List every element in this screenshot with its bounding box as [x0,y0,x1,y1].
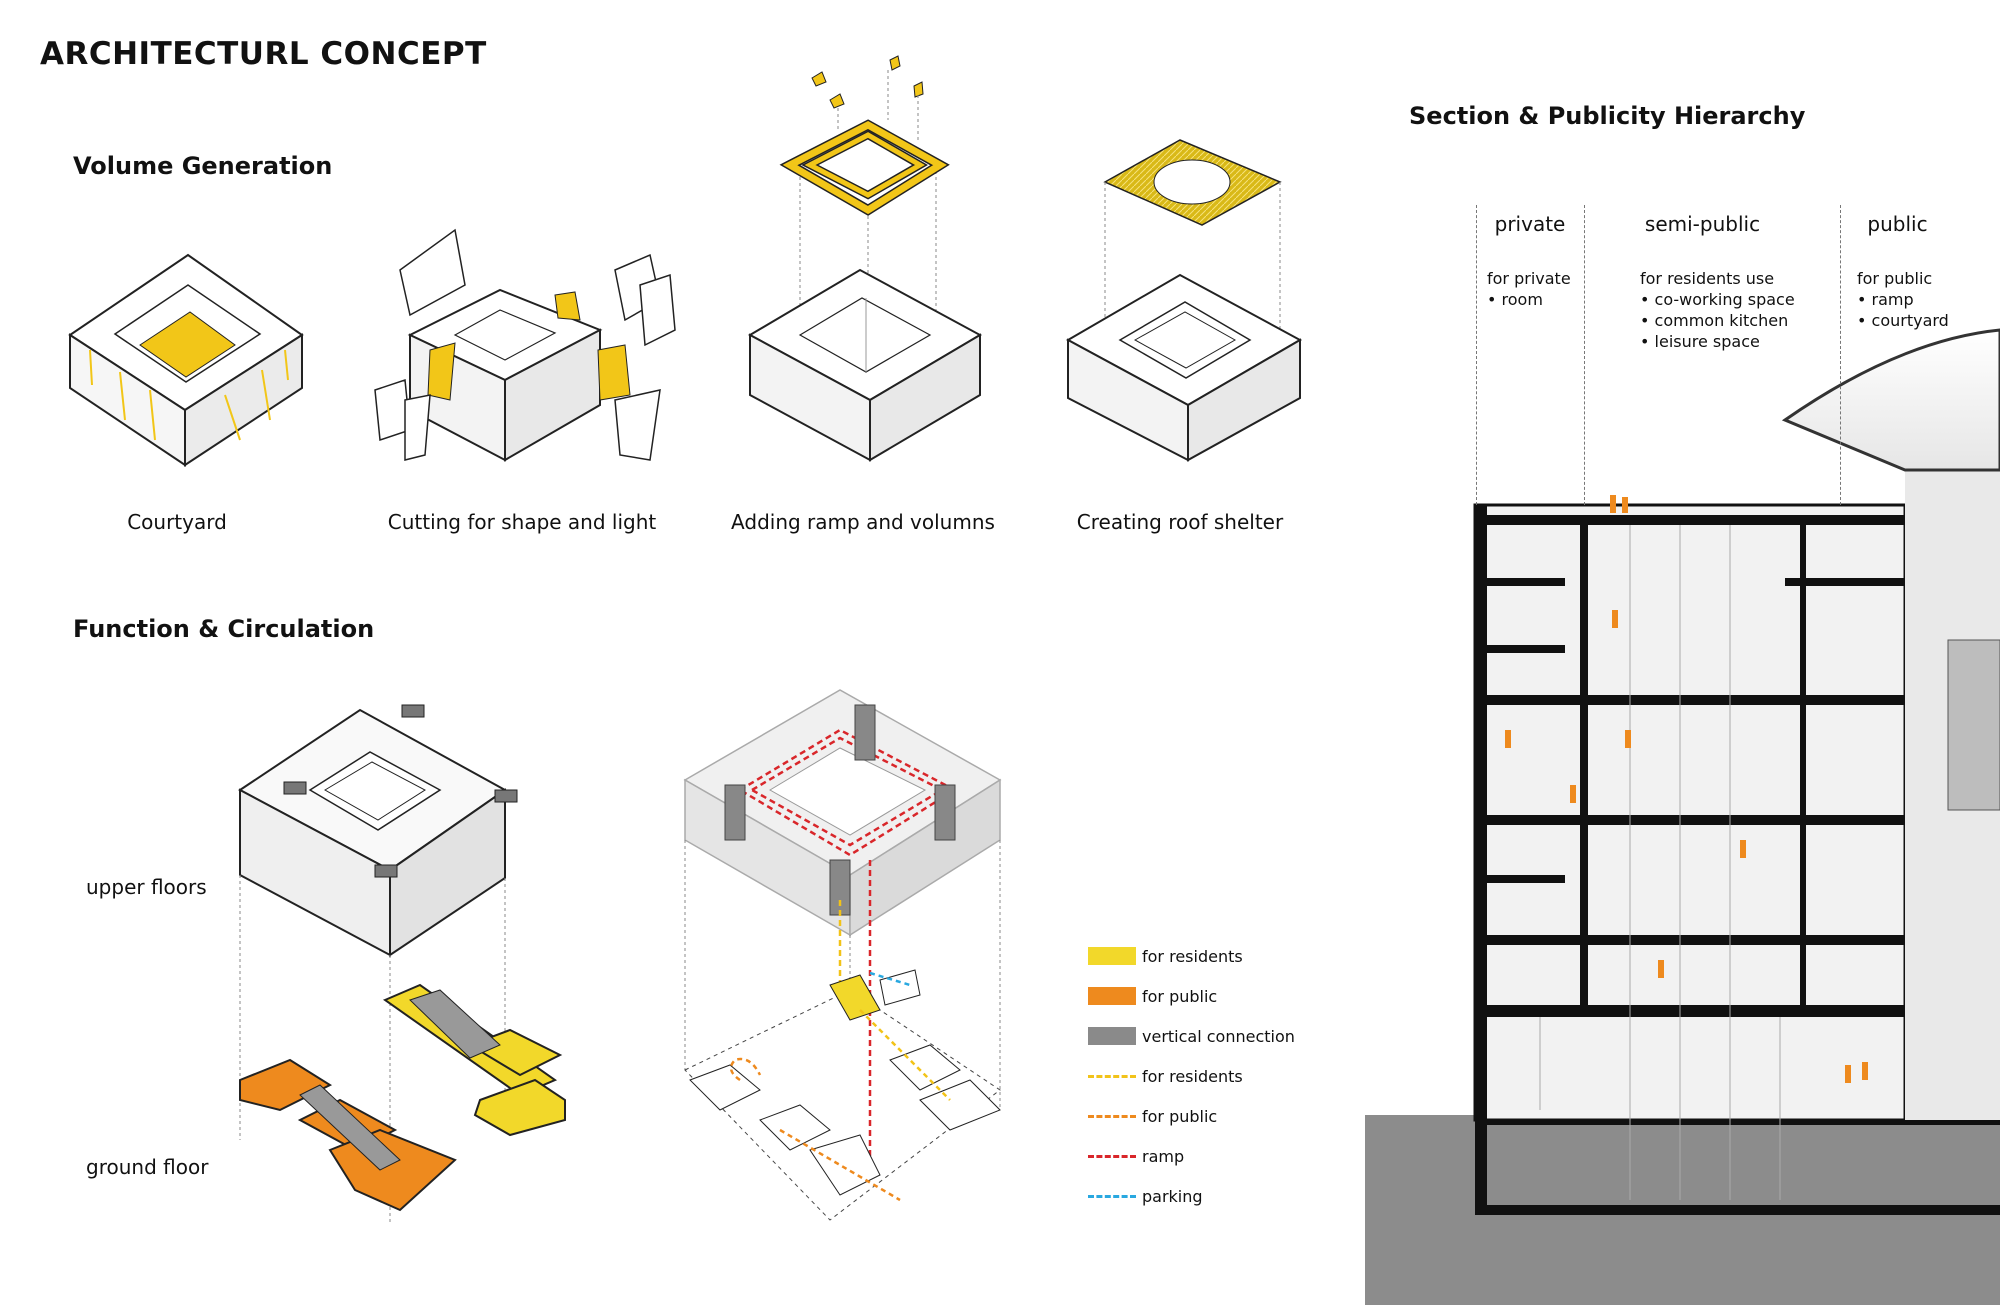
legend-swatch [1088,947,1136,965]
legend-item: parking [1088,1183,1203,1209]
zone-divider-1 [1476,205,1477,505]
legend-dash [1088,1074,1136,1078]
courtyard-block [68,253,304,467]
residents-block [382,983,566,1137]
zone-item: for public [1857,269,1933,288]
step-caption-roof: Creating roof shelter [1076,510,1284,534]
legend-dash [1088,1154,1136,1158]
zone-item: • room [1487,290,1543,309]
legend-item: vertical connection [1088,1023,1295,1049]
building-section [1365,328,2000,1305]
legend-label: for residents [1142,1066,1243,1086]
page-title: ARCHITECTURL CONCEPT [40,36,487,72]
legend-item: ramp [1088,1143,1184,1169]
cutting-blocks [374,228,676,462]
zone-divider-3 [1840,205,1841,505]
volume-generation-heading: Volume Generation [73,152,333,180]
legend-item: for public [1088,983,1217,1009]
zone-private-list: for private • room [1487,268,1571,310]
zone-item: • common kitchen [1640,311,1789,330]
step-caption-courtyard: Courtyard [127,510,227,534]
ramp-volumes [747,55,983,462]
public-block [239,1058,457,1212]
legend-label: parking [1142,1186,1203,1206]
legend-label: vertical connection [1142,1026,1295,1046]
zone-semi-public-list: for residents use • co-working space • c… [1640,268,1795,352]
function-circulation-heading: Function & Circulation [73,615,375,643]
step-caption-cutting: Cutting for shape and light [387,510,657,534]
zone-item: • leisure space [1640,332,1760,351]
zone-divider-2 [1584,205,1585,505]
legend-label: ramp [1142,1146,1185,1166]
legend-swatch [1088,987,1136,1005]
legend-dash [1088,1194,1136,1198]
legend-item: for public [1088,1103,1217,1129]
legend-label: for public [1142,986,1218,1006]
zone-item: • ramp [1857,290,1914,309]
zone-private-heading: private [1494,212,1566,236]
legend-item: for residents [1088,943,1243,969]
zone-semi-public-heading: semi-public [1644,212,1761,236]
legend-dash [1088,1114,1136,1118]
legend-label: for residents [1142,946,1243,966]
roof-shelter [1065,139,1303,462]
zone-item: for residents use [1640,269,1775,288]
upper-floors-circulation [683,689,1002,1221]
section-heading: Section & Publicity Hierarchy [1409,102,1806,130]
step-caption-ramp: Adding ramp and volumns [731,510,995,534]
legend-label: for public [1142,1106,1218,1126]
upper-floors-plain [238,704,518,1225]
ground-floor-label: ground floor [86,1155,209,1179]
zone-item: • co-working space [1640,290,1795,309]
legend-item: for residents [1088,1063,1243,1089]
legend-swatch [1088,1027,1136,1045]
upper-floors-label: upper floors [86,875,207,899]
zone-public-list: for public • ramp • courtyard [1857,268,1949,331]
zone-item: for private [1487,269,1571,288]
zone-item: • courtyard [1857,311,1949,330]
zone-public-heading: public [1867,212,1928,236]
